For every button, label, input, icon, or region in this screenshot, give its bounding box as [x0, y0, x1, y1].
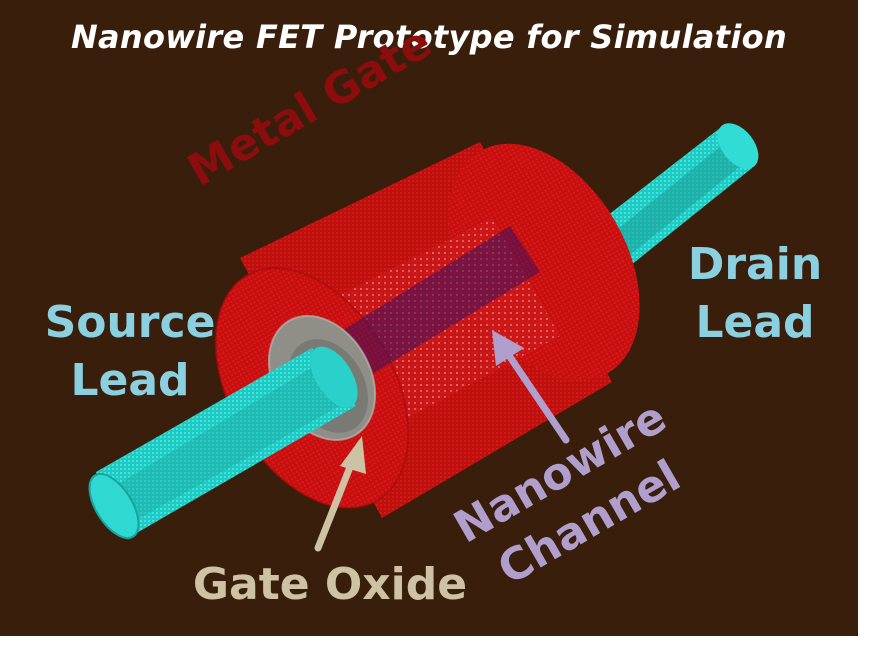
channel-arrow	[492, 330, 570, 444]
nanowire-channel	[330, 226, 540, 384]
source-lead	[88, 346, 358, 539]
drain-lead-label: Drain Lead	[687, 239, 823, 348]
diagram-background: Nanowire FET Prototype for Simulation Me…	[0, 0, 858, 636]
diagram-title: Nanowire FET Prototype for Simulation	[70, 18, 788, 56]
source-lead-label: Source Lead	[44, 297, 216, 406]
oxide-arrow	[314, 436, 366, 552]
gate-oxide-label: Gate Oxide	[192, 559, 468, 610]
nanowire-fet-diagram	[88, 123, 759, 552]
